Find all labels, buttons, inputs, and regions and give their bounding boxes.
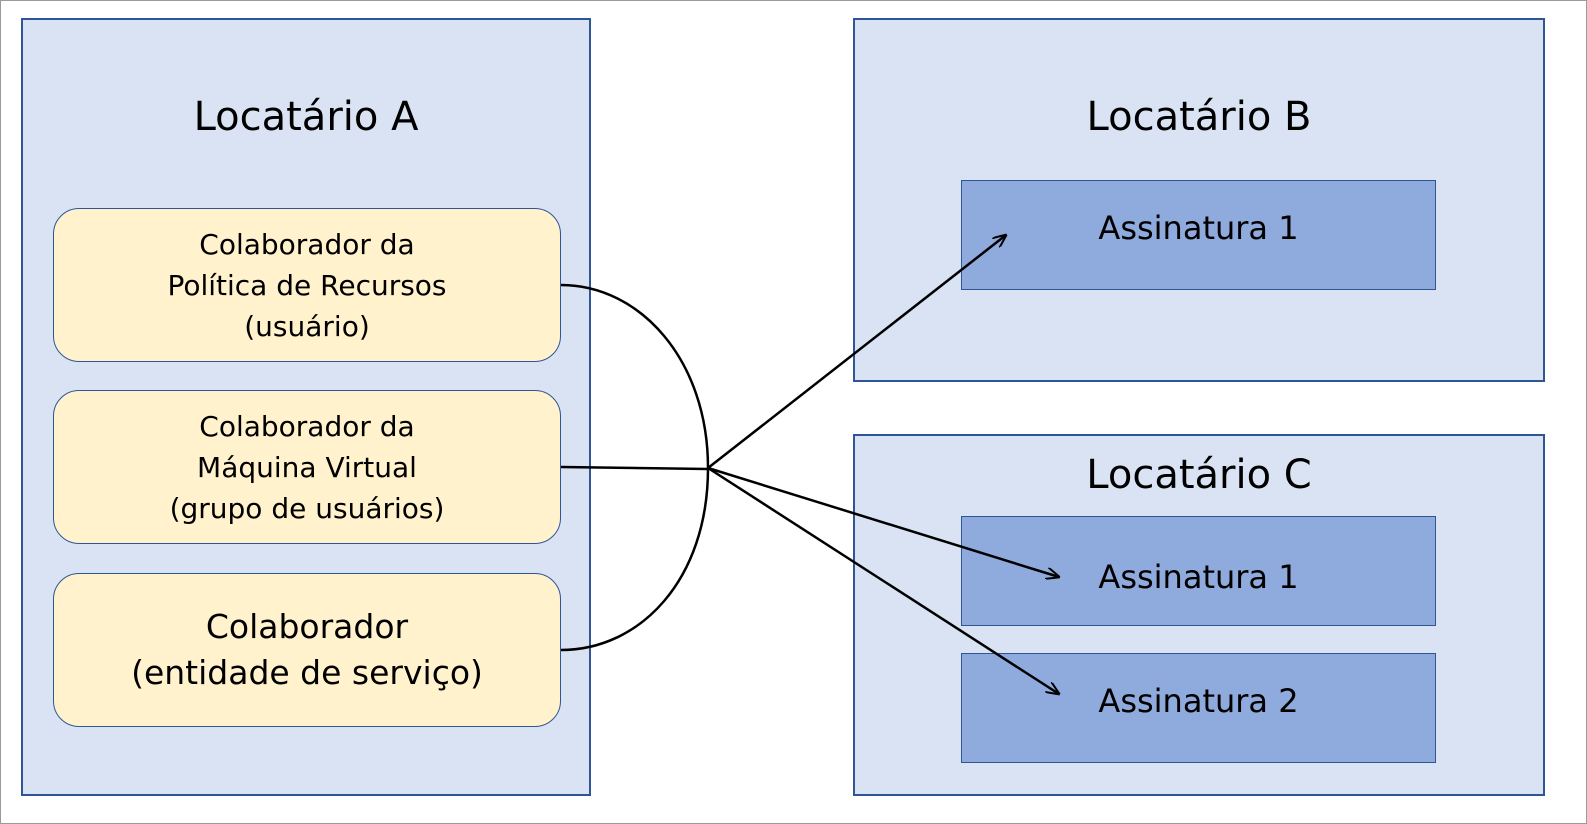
tenant-b-subscription-1: Assinatura 1 [961, 180, 1436, 290]
tenant-a-title: Locatário A [193, 94, 419, 140]
contributor-line: (usuário) [244, 309, 370, 343]
contributor-service-principal: Colaborador (entidade de serviço) [53, 573, 561, 727]
tenant-c-subscription-2: Assinatura 2 [961, 653, 1436, 763]
contributor-line: (grupo de usuários) [169, 491, 445, 525]
contributor-line: Colaborador da [199, 227, 415, 261]
contributor-line: Colaborador [205, 607, 409, 646]
subscription-label: Assinatura 1 [1098, 558, 1299, 596]
contributor-line: Política de Recursos [167, 268, 447, 302]
subscription-label: Assinatura 1 [1098, 209, 1299, 247]
contributor-line: (entidade de serviço) [131, 653, 483, 692]
contributor-line: Máquina Virtual [197, 450, 417, 484]
tenant-c-subscription-1: Assinatura 1 [961, 516, 1436, 626]
tenant-b-title: Locatário B [1086, 94, 1312, 140]
contributor-virtual-machine: Colaborador da Máquina Virtual (grupo de… [53, 390, 561, 544]
subscription-label: Assinatura 2 [1098, 682, 1299, 720]
contributor-resource-policy: Colaborador da Política de Recursos (usu… [53, 208, 561, 362]
tenant-c-title: Locatário C [1086, 452, 1312, 498]
contributor-line: Colaborador da [199, 409, 415, 443]
